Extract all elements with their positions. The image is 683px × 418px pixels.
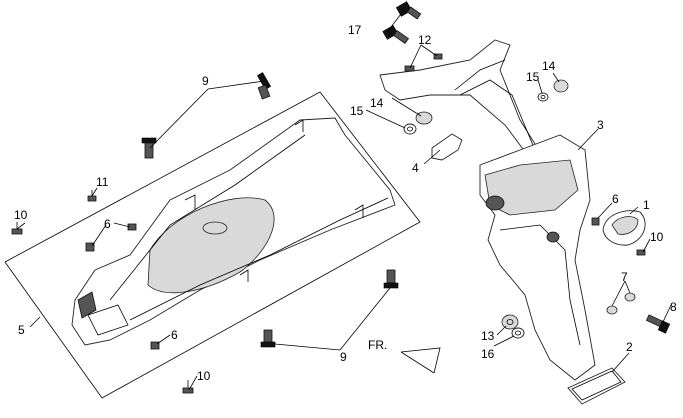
callout-10-right: 10: [650, 230, 664, 244]
callout-8: 8: [670, 300, 677, 314]
screw-10-right: [636, 249, 646, 256]
callout-7: 7: [621, 270, 628, 284]
undertray-group-frame: [4, 91, 421, 399]
bracket-4-part: [431, 133, 463, 161]
callout-15-left: 15: [350, 104, 364, 118]
screw-12-b: [433, 53, 443, 60]
rear-fender-part: [479, 134, 596, 381]
washer-16: [511, 327, 525, 339]
callout-14-right: 14: [542, 59, 556, 73]
grommet-13: [501, 314, 519, 330]
callout-10-left: 10: [14, 208, 28, 222]
grommet-14-right: [553, 79, 569, 93]
grommet-14-left: [415, 111, 433, 125]
callout-13: 13: [481, 329, 495, 343]
screw-10-left: [11, 222, 23, 235]
license-panel-part: [567, 367, 626, 405]
callout-2: 2: [626, 340, 633, 354]
clip-6-right-assembly: [591, 217, 600, 226]
callout-16: 16: [481, 347, 495, 361]
clip-6-left: [85, 242, 95, 252]
bolt-8: [645, 314, 671, 334]
nut-7-a: [624, 292, 636, 302]
screw-10-bottom: [182, 380, 194, 394]
clip-6-lower: [150, 341, 160, 350]
bolt-9-lower-right: [383, 269, 399, 289]
callout-5: 5: [18, 323, 25, 337]
bolt-17-lower: [382, 25, 410, 45]
front-direction-label: FR.: [368, 338, 387, 352]
callout-10-bottom: 10: [197, 369, 211, 383]
washer-15-left: [403, 123, 417, 135]
callout-9-upper: 9: [202, 74, 209, 88]
bolt-9-lower-left: [260, 329, 276, 348]
callout-6-left: 6: [104, 217, 111, 231]
callout-14-left: 14: [370, 96, 384, 110]
callout-12: 12: [418, 33, 432, 47]
bolt-9-left: [141, 137, 157, 159]
callout-numbers: 1 2 3 4 5 6 6 6 7 8 9 9 10 10 10 11 12 1…: [14, 23, 677, 383]
callout-17: 17: [348, 23, 362, 37]
washer-15-right: [537, 92, 549, 102]
screw-12-a: [404, 65, 415, 72]
callout-6-right: 6: [612, 192, 619, 206]
callout-1: 1: [643, 198, 650, 212]
bolt-9-upper: [256, 72, 272, 100]
callout-11: 11: [96, 175, 109, 189]
leader-lines: [16, 9, 672, 391]
callout-6-lower: 6: [171, 328, 178, 342]
bolt-17-upper: [395, 1, 422, 20]
reflector-part: [602, 210, 646, 246]
callout-3: 3: [597, 118, 604, 132]
upper-bracket-part: [379, 39, 546, 166]
undertray-part: [71, 117, 396, 346]
front-direction-arrow: [400, 347, 441, 374]
nut-7-b: [606, 305, 618, 315]
clip-6-right: [127, 223, 137, 231]
callout-15-right: 15: [526, 70, 540, 84]
callout-9-lower: 9: [340, 350, 347, 364]
callout-4: 4: [412, 161, 419, 175]
